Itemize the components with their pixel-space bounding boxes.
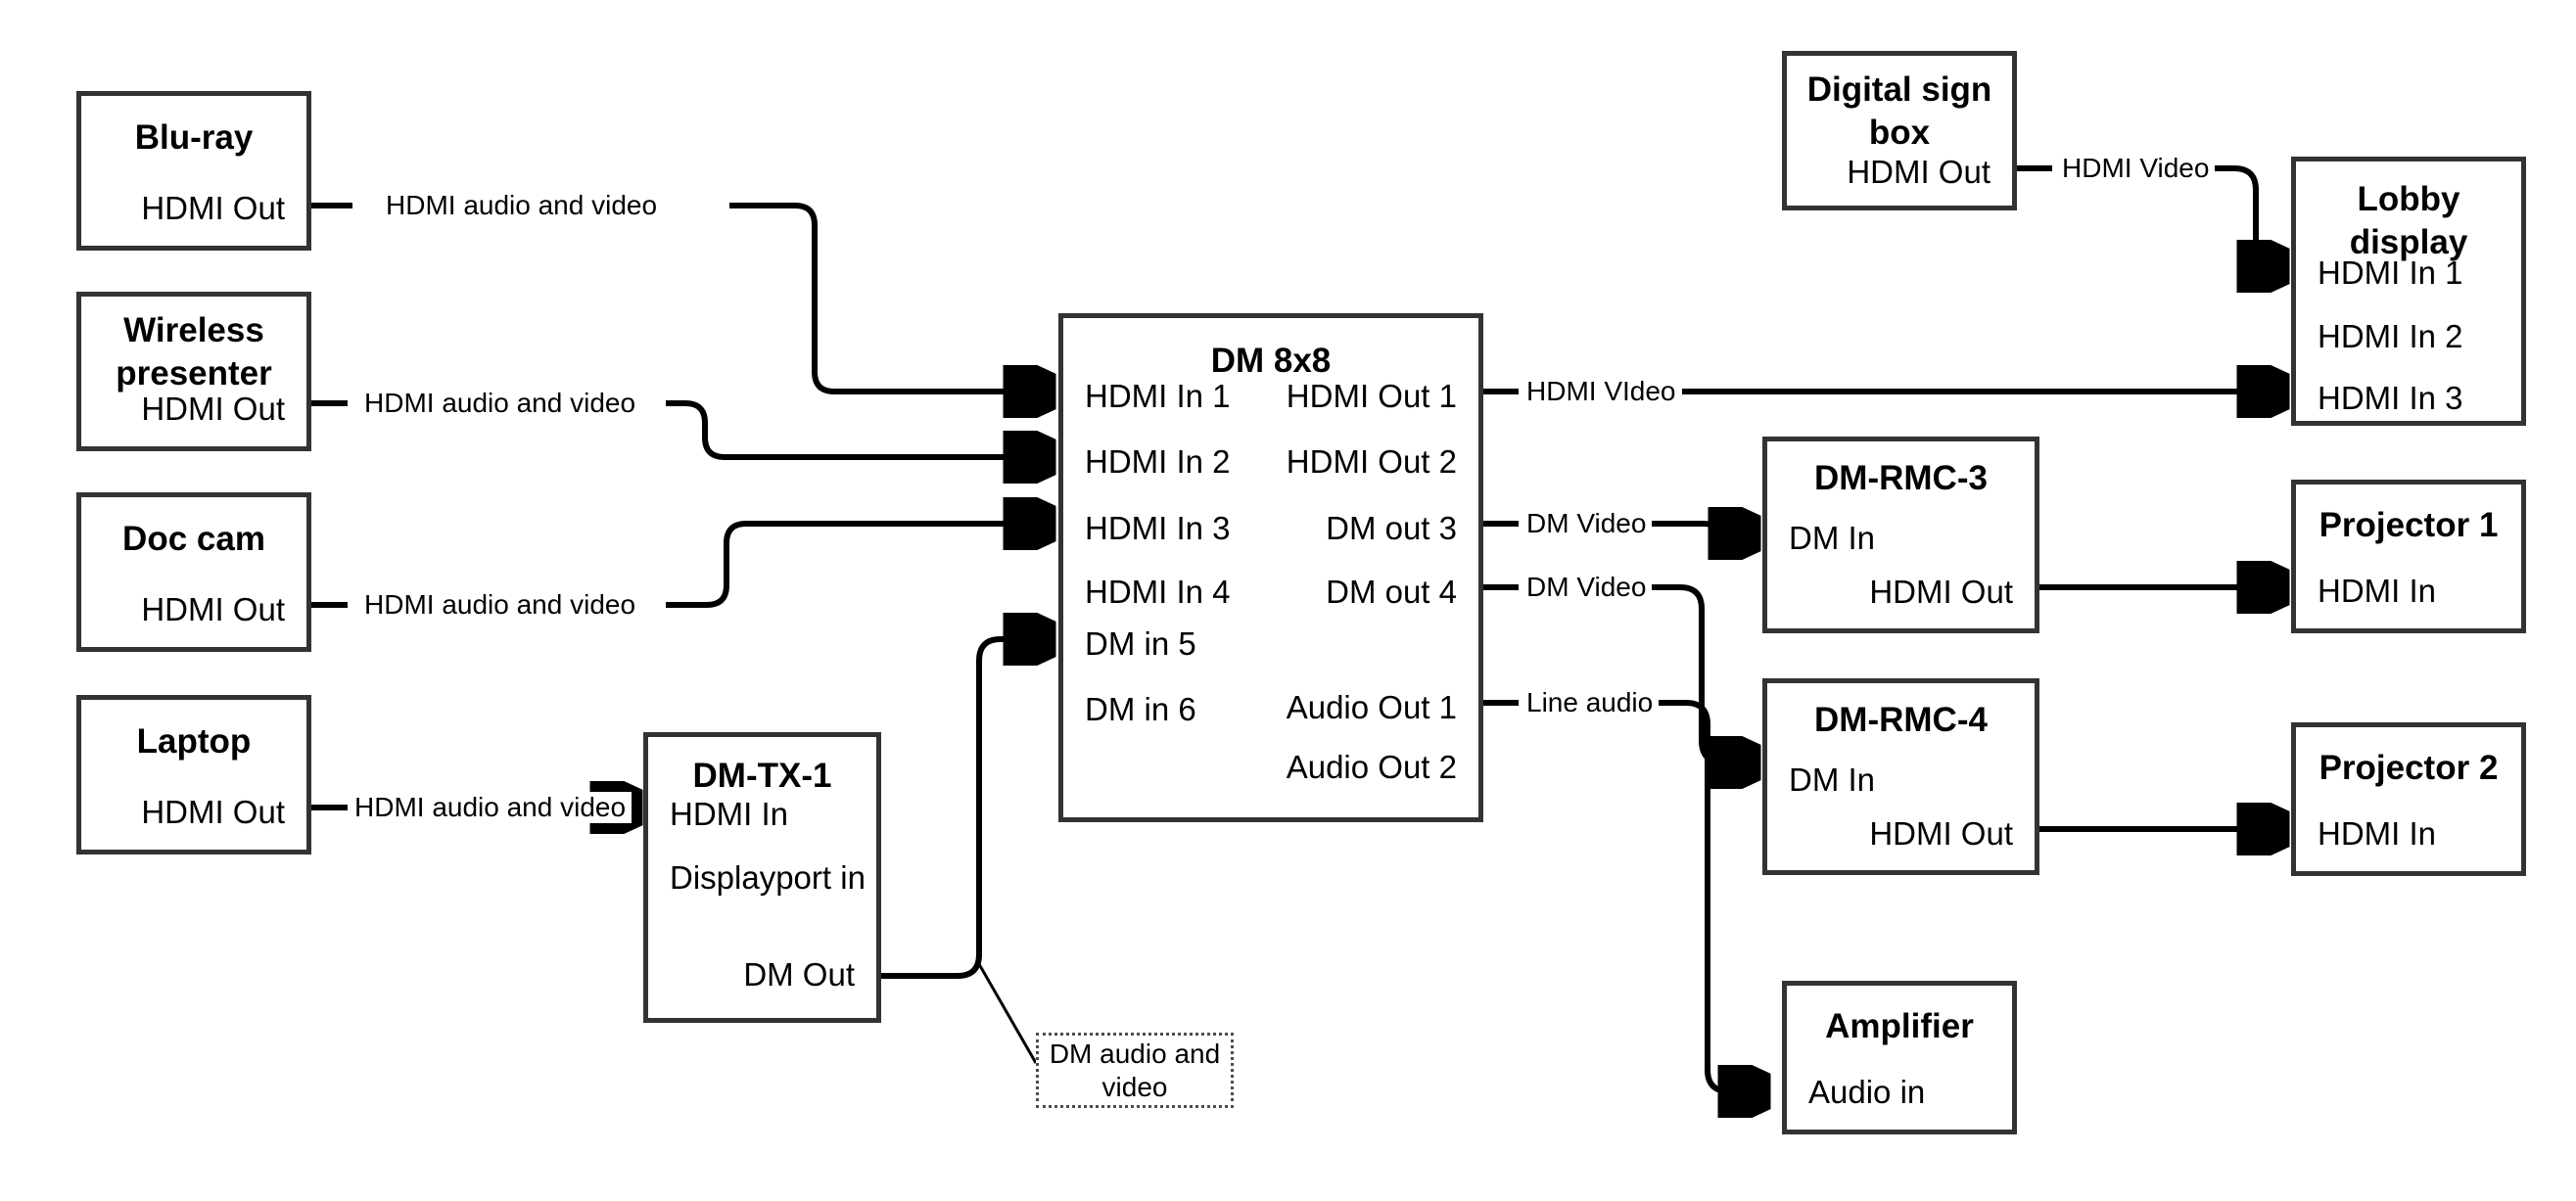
edge-label-dm8x8-out3-to-rmc3: DM Video [1521,508,1653,539]
node-dm-8x8-port-dm-out-3[interactable]: DM out 3 [1326,510,1457,546]
node-dm-rmc-3-title: DM-RMC-3 [1814,459,1988,497]
node-lobby-display-title: Lobby display [2349,180,2468,261]
node-lobby-display[interactable]: Lobby display HDMI In 1 HDMI In 2 HDMI I… [2291,157,2526,426]
wire-dm8x8-out3-to-rmc3 [1483,524,1753,533]
edge-label-doccam-to-dm8x8: HDMI audio and video [358,589,642,621]
node-projector-2-port-hdmi-in[interactable]: HDMI In [2318,815,2437,852]
node-dm-8x8-port-dm-out-4[interactable]: DM out 4 [1326,574,1457,610]
wire-bluray-to-dm8x8 [311,203,1048,392]
node-dm-rmc-4[interactable]: DM-RMC-4 DM In HDMI Out [1762,678,2039,875]
leader-dm-audio-video-note [977,963,1038,1064]
node-lobby-display-port-hdmi-in-1[interactable]: HDMI In 1 [2318,254,2463,291]
node-bluray-port-hdmi-out[interactable]: HDMI Out [141,190,285,226]
node-lobby-display-port-hdmi-in-2[interactable]: HDMI In 2 [2318,318,2463,354]
node-doc-cam[interactable]: Doc cam HDMI Out [76,492,311,652]
node-projector-1-port-hdmi-in[interactable]: HDMI In [2318,573,2437,609]
node-dm-8x8-port-hdmi-in-1[interactable]: HDMI In 1 [1085,378,1231,414]
node-projector-1[interactable]: Projector 1 HDMI In [2291,480,2526,633]
node-wireless-presenter[interactable]: Wireless presenter HDMI Out [76,292,311,451]
node-projector-2[interactable]: Projector 2 HDMI In [2291,722,2526,876]
node-dm-8x8-port-audio-out-1[interactable]: Audio Out 1 [1286,689,1457,725]
node-digital-sign-box[interactable]: Digital sign box HDMI Out [1782,51,2017,210]
node-dm-rmc-3-port-dm-in[interactable]: DM In [1789,520,1876,556]
node-dm-8x8-port-hdmi-in-2[interactable]: HDMI In 2 [1085,443,1231,480]
node-dm-8x8-title: DM 8x8 [1210,342,1332,380]
edge-label-bluray-to-dm8x8: HDMI audio and video [380,190,664,221]
node-dm-8x8-port-audio-out-2[interactable]: Audio Out 2 [1286,749,1457,785]
node-dm-8x8[interactable]: DM 8x8 HDMI In 1 HDMI In 2 HDMI In 3 HDM… [1058,313,1483,822]
node-dm-8x8-port-hdmi-in-3[interactable]: HDMI In 3 [1085,510,1231,546]
edge-label-dm8x8-out4-to-rmc4: DM Video [1521,572,1653,603]
edge-label-wireless-to-dm8x8: HDMI audio and video [358,388,642,419]
node-laptop[interactable]: Laptop HDMI Out [76,695,311,855]
node-dm-tx-1-title: DM-TX-1 [692,757,832,795]
node-dm-8x8-port-hdmi-out-1[interactable]: HDMI Out 1 [1286,378,1457,414]
node-projector-1-title: Projector 1 [2318,506,2499,544]
node-dm-rmc-3[interactable]: DM-RMC-3 DM In HDMI Out [1762,437,2039,633]
node-doc-cam-title: Doc cam [122,520,265,558]
node-doc-cam-port-hdmi-out[interactable]: HDMI Out [141,591,285,627]
node-amplifier[interactable]: Amplifier Audio in [1782,981,2017,1134]
node-bluray-title: Blu-ray [134,118,254,157]
wire-dm8x8-out4-to-rmc4 [1483,584,1753,762]
node-bluray[interactable]: Blu-ray HDMI Out [76,91,311,251]
node-projector-2-title: Projector 2 [2318,749,2499,787]
wire-wireless-to-dm8x8 [311,400,1048,457]
node-dm-rmc-4-port-hdmi-out[interactable]: HDMI Out [1869,815,2013,852]
edge-label-dm8x8-out1-to-lobby: HDMI VIdeo [1521,376,1682,407]
node-lobby-display-port-hdmi-in-3[interactable]: HDMI In 3 [2318,380,2463,416]
node-dm-tx-1-port-displayport-in[interactable]: Displayport in [670,859,866,896]
note-dm-audio-and-video: DM audio and video [1036,1033,1234,1108]
wire-dm8x8-audio-to-amplifier [1483,700,1762,1091]
node-amplifier-title: Amplifier [1825,1007,1974,1045]
edge-label-laptop-to-dmtx1: HDMI audio and video [349,792,632,823]
wire-dmtx1-to-dm8x8 [881,639,1048,979]
edge-label-sign-to-lobby: HDMI Video [2056,153,2216,184]
node-dm-rmc-4-port-dm-in[interactable]: DM In [1789,762,1876,798]
node-laptop-title: Laptop [136,722,252,761]
node-wireless-presenter-port-hdmi-out[interactable]: HDMI Out [141,391,285,427]
node-dm-8x8-port-hdmi-in-4[interactable]: HDMI In 4 [1085,574,1231,610]
node-amplifier-port-audio-in[interactable]: Audio in [1808,1074,1926,1110]
node-dm-8x8-port-dm-in-5[interactable]: DM in 5 [1085,625,1196,662]
node-dm-tx-1-port-dm-out[interactable]: DM Out [743,956,855,993]
node-digital-sign-box-port-hdmi-out[interactable]: HDMI Out [1847,154,1991,190]
node-dm-tx-1-port-hdmi-in[interactable]: HDMI In [670,796,789,832]
wire-doccam-to-dm8x8 [311,524,1048,608]
node-dm-8x8-port-dm-in-6[interactable]: DM in 6 [1085,691,1196,727]
node-dm-rmc-4-title: DM-RMC-4 [1814,701,1988,739]
node-wireless-presenter-title: Wireless presenter [116,311,272,393]
node-digital-sign-box-title: Digital sign box [1806,70,1992,152]
node-dm-rmc-3-port-hdmi-out[interactable]: HDMI Out [1869,574,2013,610]
edge-label-dm8x8-audio-to-amplifier: Line audio [1521,687,1660,718]
node-laptop-port-hdmi-out[interactable]: HDMI Out [141,794,285,830]
node-dm-8x8-port-hdmi-out-2[interactable]: HDMI Out 2 [1286,443,1457,480]
wire-sign-to-lobby [2017,165,2281,266]
node-dm-tx-1[interactable]: DM-TX-1 HDMI In Displayport in DM Out [643,732,881,1023]
